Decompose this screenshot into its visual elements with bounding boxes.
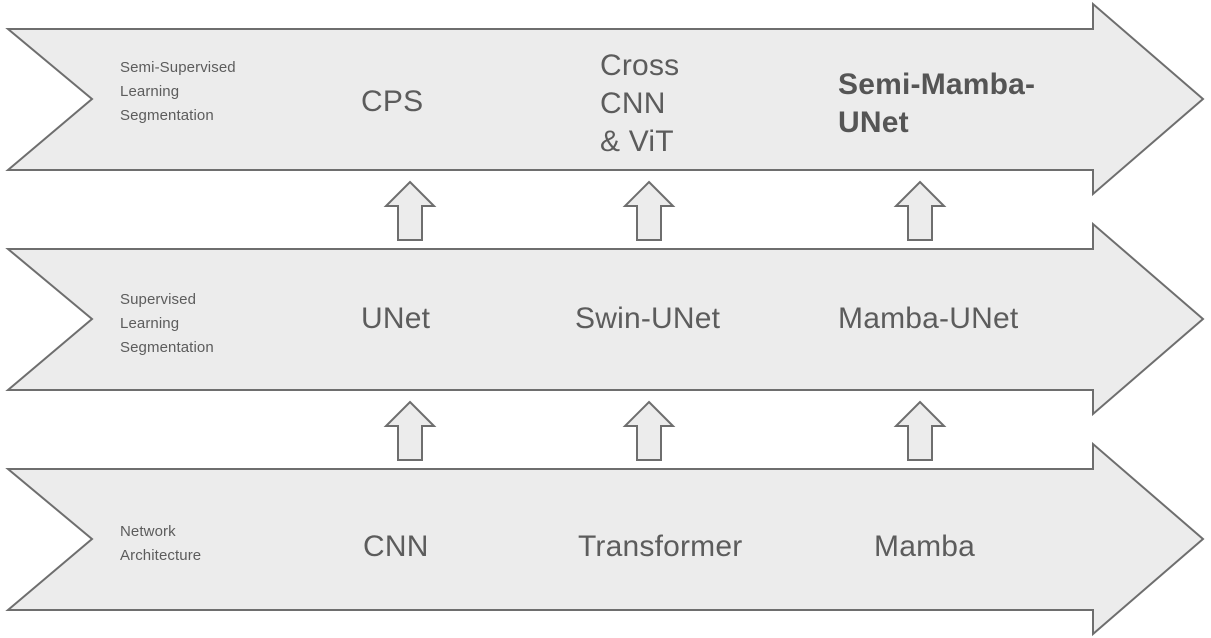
cell-label-mamba-unet: Mamba-UNet (838, 302, 1019, 335)
row-label-supervised-learning-segmentation: Supervised Learning Segmentation (120, 291, 214, 356)
cell-label-cps: CPS (361, 85, 424, 118)
cell-label-semi-mamba-unet: Semi-Mamba- UNet (838, 68, 1036, 139)
cell-label-transformer: Transformer (578, 530, 743, 563)
row-label-semi-supervised-learning-segmentation: Semi-Supervised Learning Segmentation (120, 59, 236, 124)
row-label-network-architecture: Network Architecture (120, 523, 202, 564)
cell-label-cross-cnn-vit: Cross CNN & ViT (600, 49, 680, 158)
cell-label-mamba: Mamba (874, 530, 976, 563)
cell-label-cnn: CNN (363, 530, 429, 563)
cell-label-unet: UNet (361, 302, 431, 335)
cell-label-swin-unet: Swin-UNet (575, 302, 721, 335)
